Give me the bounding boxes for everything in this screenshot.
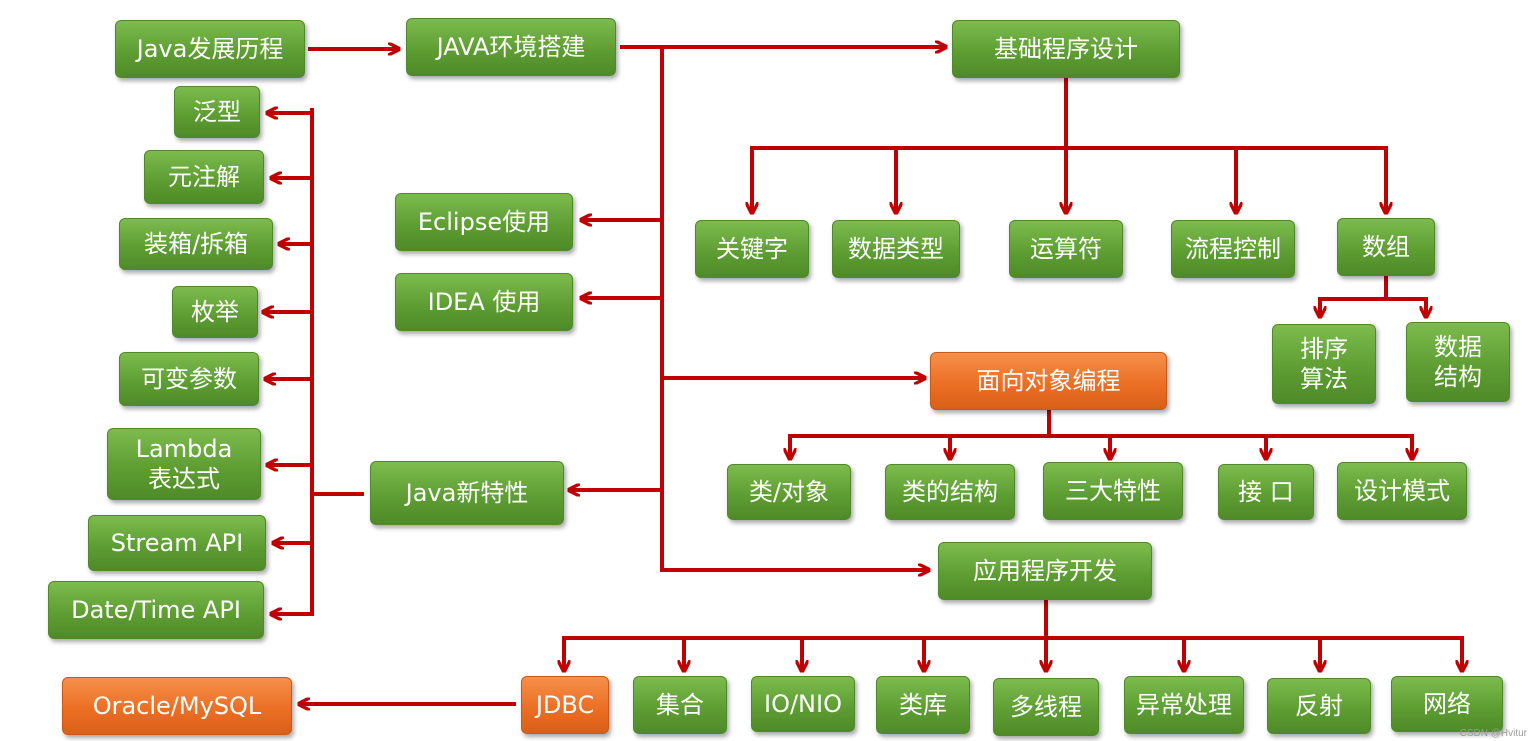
node-enums: 枚举 (172, 286, 258, 338)
node-annotations: 元注解 (144, 150, 264, 204)
node-reflection: 反射 (1267, 678, 1371, 734)
node-multithreading: 多线程 (993, 678, 1099, 736)
watermark: CSDN @Hvitur (1459, 728, 1527, 739)
node-keywords: 关键字 (695, 220, 809, 278)
node-interface: 接 口 (1218, 464, 1314, 520)
node-data-structures: 数据 结构 (1406, 322, 1510, 402)
node-basic-programming: 基础程序设计 (952, 20, 1180, 78)
node-exceptions: 异常处理 (1124, 676, 1244, 734)
node-networking: 网络 (1391, 676, 1503, 732)
node-boxing: 装箱/拆箱 (119, 218, 273, 270)
node-jdbc: JDBC (521, 676, 609, 734)
node-oop: 面向对象编程 (930, 352, 1167, 410)
node-lambda: Lambda 表达式 (107, 428, 261, 500)
node-class-structure: 类的结构 (885, 464, 1015, 520)
node-idea: IDEA 使用 (395, 273, 573, 331)
node-generics: 泛型 (174, 86, 260, 138)
node-collections: 集合 (633, 676, 727, 734)
node-flow-control: 流程控制 (1171, 220, 1295, 278)
node-database: Oracle/MySQL (62, 677, 292, 735)
node-design-patterns: 设计模式 (1337, 462, 1467, 520)
node-io-nio: IO/NIO (751, 676, 855, 732)
node-data-types: 数据类型 (832, 220, 960, 278)
node-app-dev: 应用程序开发 (938, 542, 1152, 600)
node-datetime-api: Date/Time API (48, 581, 264, 639)
node-sort-algorithms: 排序 算法 (1272, 324, 1376, 404)
node-arrays: 数组 (1337, 218, 1435, 276)
node-stream-api: Stream API (88, 515, 266, 571)
node-class-library: 类库 (876, 676, 970, 734)
node-operators: 运算符 (1009, 220, 1123, 278)
node-three-features: 三大特性 (1043, 462, 1183, 520)
node-java-env: JAVA环境搭建 (406, 18, 616, 76)
node-eclipse: Eclipse使用 (395, 193, 573, 251)
node-varargs: 可变参数 (119, 352, 259, 406)
node-java-history: Java发展历程 (115, 20, 305, 78)
node-java-new-features: Java新特性 (370, 461, 564, 525)
node-class-object: 类/对象 (727, 464, 851, 520)
